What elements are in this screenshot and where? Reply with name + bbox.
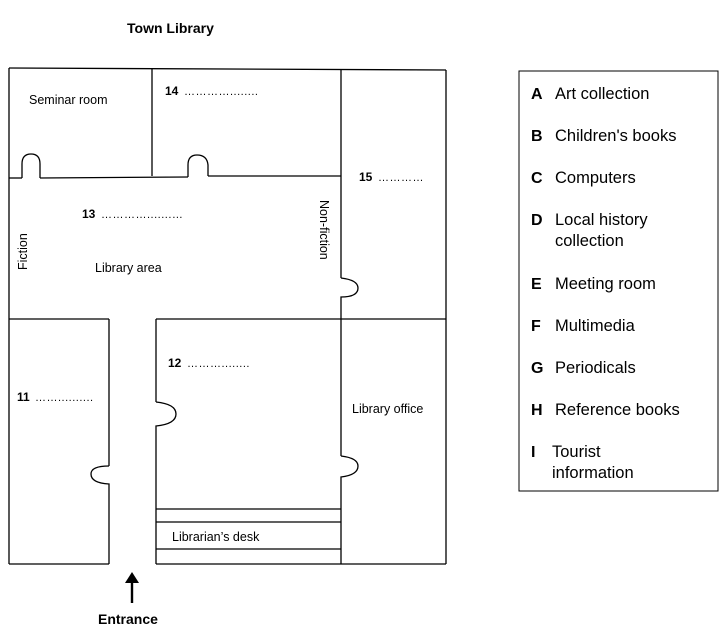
key-letter: I: [531, 444, 535, 461]
blank-15: 15 …………: [359, 170, 424, 184]
label-librarians-desk: Librarian’s desk: [172, 530, 260, 544]
key-letter: A: [531, 86, 543, 103]
door-room11: [90, 465, 110, 564]
svg-text:…………: …………: [378, 172, 424, 184]
label-non-fiction: Non-fiction: [317, 200, 331, 260]
door-room14: [187, 154, 209, 177]
key-text: Local history: [555, 211, 648, 229]
door-seminar: [21, 153, 41, 178]
door-room12: [155, 401, 177, 564]
svg-text:………........: ………........: [187, 358, 250, 370]
key-box: [518, 70, 719, 492]
key-letter: H: [531, 402, 543, 419]
svg-text:………….......…: ………….......…: [101, 209, 183, 221]
outer-wall-top: [8, 67, 447, 71]
key-item-i: I Tourist information: [531, 443, 634, 482]
entrance-arrow-icon: [125, 572, 139, 603]
key-text: Meeting room: [555, 275, 656, 293]
key-letter: B: [531, 128, 543, 145]
key-text: Art collection: [555, 85, 649, 103]
blank-13: 13 ………….......…: [82, 207, 183, 221]
wall-seminar-bottom-2: [39, 176, 189, 179]
key-text: Reference books: [555, 401, 680, 419]
key-text: Multimedia: [555, 317, 636, 335]
label-fiction: Fiction: [16, 233, 30, 270]
blank-14: 14 …………........: [165, 84, 258, 98]
key-item-g: G Periodicals: [531, 359, 636, 377]
blank-12: 12 ………........: [168, 356, 250, 370]
svg-text:15: 15: [359, 170, 373, 184]
key-letter: C: [531, 170, 543, 187]
key-item-f: F Multimedia: [531, 317, 636, 335]
door-room15: [340, 277, 359, 319]
key-letter: G: [531, 360, 543, 377]
svg-text:12: 12: [168, 356, 182, 370]
label-seminar-room: Seminar room: [29, 93, 108, 107]
door-office: [340, 455, 359, 564]
diagram-title: Town Library: [127, 20, 214, 36]
key-item-a: A Art collection: [531, 85, 649, 103]
key-text: collection: [555, 232, 624, 250]
svg-text:11: 11: [17, 390, 30, 404]
key-item-c: C Computers: [531, 169, 636, 187]
key-text: information: [552, 464, 634, 482]
blank-11: 11 ……..........: [17, 390, 94, 404]
label-library-area: Library area: [95, 261, 162, 275]
key-item-d: D Local history collection: [531, 211, 648, 250]
key-text: Computers: [555, 169, 636, 187]
key-item-b: B Children's books: [531, 127, 676, 145]
entrance-label: Entrance: [98, 611, 158, 627]
label-library-office: Library office: [352, 402, 423, 416]
key-letter: F: [531, 318, 541, 335]
key-letter: E: [531, 276, 542, 293]
key-text: Tourist: [552, 443, 601, 461]
key-item-h: H Reference books: [531, 401, 680, 419]
key-item-e: E Meeting room: [531, 275, 656, 293]
svg-text:13: 13: [82, 207, 96, 221]
svg-text:…………........: …………........: [184, 86, 258, 98]
key-text: Children's books: [555, 127, 676, 145]
key-text: Periodicals: [555, 359, 636, 377]
svg-text:……..........: ……..........: [35, 392, 94, 404]
svg-text:14: 14: [165, 84, 179, 98]
key-letter: D: [531, 212, 543, 229]
